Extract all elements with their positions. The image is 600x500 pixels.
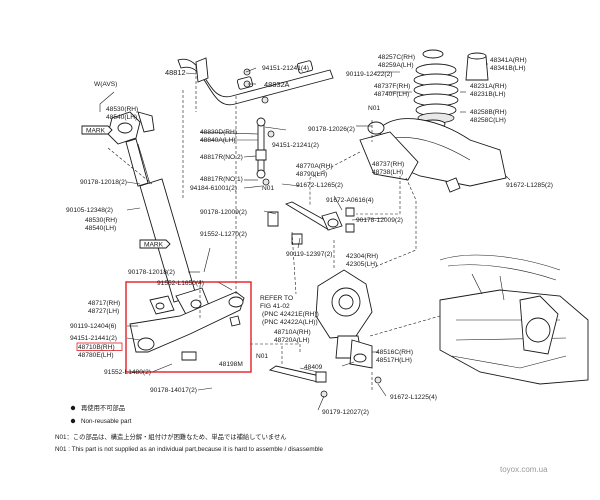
non-reusable-marker-icon xyxy=(70,405,76,411)
label-n01-c: N01 xyxy=(256,353,268,360)
label-90179-12027: 90179-12027(2) xyxy=(322,409,369,416)
reference-dashed-lines xyxy=(182,66,441,392)
label-48540-lh-b: 48540(LH) xyxy=(85,225,116,232)
label-94151-21241-4: 94151-21241(4) xyxy=(262,65,309,72)
label-90178-12026: 90178-12026(2) xyxy=(308,126,355,133)
label-90178-12009-b: 90178-12009(2) xyxy=(356,217,403,224)
label-91672-a0616: 91672-A0616(4) xyxy=(326,197,374,204)
label-91672-l1265: 91672-L1265(2) xyxy=(296,182,343,189)
legend: 再使用不可部品 Non-reusable part N01：この部品は、構造上分… xyxy=(55,403,323,453)
label-48817r-no1: 48817R(NO.1) xyxy=(200,176,243,183)
label-48830d-rh: 48830D(RH) xyxy=(200,129,237,136)
legend-jp: 再使用不可部品 xyxy=(81,403,125,412)
highlighted-part-label-box xyxy=(76,342,123,351)
label-48840a-lh: 48840A(LH) xyxy=(200,137,236,144)
label-48341a-rh: 48341A(RH) xyxy=(490,57,527,64)
label-48231a-rh: 48231A(RH) xyxy=(470,83,507,90)
mark-tag: MARK xyxy=(81,125,113,135)
label-48257c-rh: 48257C(RH) xyxy=(378,54,415,61)
mark-tag: MARK xyxy=(139,239,171,249)
rear-knuckle-illustration xyxy=(268,269,382,398)
label-48530-rh-b: 48530(RH) xyxy=(85,217,117,224)
label-48812: 48812 xyxy=(165,68,186,77)
label-n01-a: N01 xyxy=(368,105,380,112)
label-48780e-lh: 48780E(LH) xyxy=(78,352,114,359)
label-48530-rh: 48530(RH) xyxy=(106,106,138,113)
shock-absorber-illustration xyxy=(107,111,211,319)
part-number-labels: W(AVS) 48530(RH) 48540(LH) MARK MARK 488… xyxy=(66,54,553,416)
stabilizer-bar-illustration xyxy=(177,57,334,227)
mark-tag-label: MARK xyxy=(86,128,106,135)
label-91552-l1650: 91552-L1650(4) xyxy=(157,280,204,287)
label-90178-12018-a: 90178-12018(2) xyxy=(80,179,127,186)
refer-line-1: REFER TO xyxy=(260,295,293,302)
label-n01-b: N01 xyxy=(262,185,274,192)
label-48259a-lh: 48259A(LH) xyxy=(378,62,414,69)
label-48737-rh: 48737(RH) xyxy=(372,161,404,168)
label-48740f-lh: 48740F(LH) xyxy=(374,91,409,98)
label-48231b-lh: 48231B(LH) xyxy=(470,91,506,98)
highlight-box xyxy=(125,281,252,373)
label-48737f-rh: 48737F(RH) xyxy=(374,83,410,90)
label-91672-l1225: 91672-L1225(4) xyxy=(390,394,437,401)
legend-en: Non-reusable part xyxy=(81,418,132,425)
label-48817r-no2: 48817R(NO.2) xyxy=(200,154,243,161)
label-94184-61001: 94184-61001(2) xyxy=(190,185,237,192)
label-48832a: 48832A xyxy=(264,80,290,89)
leader-lines xyxy=(99,63,511,411)
label-48258c-lh: 48258C(LH) xyxy=(470,117,506,124)
label-48341b-lh: 48341B(LH) xyxy=(490,65,526,72)
label-42304-rh: 42304(RH) xyxy=(346,253,378,260)
label-90178-12018-b: 90178-12018(2) xyxy=(128,269,175,276)
label-48727-lh: 48727(LH) xyxy=(88,308,119,315)
lower-arm-illustration xyxy=(129,291,245,361)
label-94151-21441: 94151-21441(2) xyxy=(70,335,117,342)
refer-line-4: (PNC 42422A(LH)) xyxy=(262,319,318,326)
label-90119-12422: 90119-12422(2) xyxy=(346,71,392,78)
label-90119-12404: 90119-12404(6) xyxy=(70,323,116,330)
label-48738-lh: 48738(LH) xyxy=(372,169,403,176)
watermark: toyox.com.ua xyxy=(500,465,548,474)
label-90178-14017: 90178-14017(2) xyxy=(150,387,197,394)
label-48516c-rh: 48516C(RH) xyxy=(376,349,413,356)
label-48517h-lh: 48517H(LH) xyxy=(376,357,412,364)
label-48717-rh: 48717(RH) xyxy=(88,300,120,307)
label-48409: 48409 xyxy=(304,364,323,371)
label-94151-21241-2: 94151-21241(2) xyxy=(272,142,319,149)
label-48770a-rh: 48770A(RH) xyxy=(296,163,333,170)
label-48198m: 48198M xyxy=(219,361,243,368)
label-91672-l1285: 91672-L1285(2) xyxy=(506,182,553,189)
label-48790-lh: 48790(LH) xyxy=(296,171,327,178)
toe-control-arm-illustration xyxy=(284,201,355,245)
refer-line-3: (PNC 42421E(RH)) xyxy=(262,311,319,318)
note-en: N01 : This part is not supplied as an in… xyxy=(55,446,323,453)
label-91552-l1270: 91552-L1270(2) xyxy=(200,231,247,238)
label-48258b-rh: 48258B(RH) xyxy=(470,109,507,116)
label-48710a-rh: 48710A(RH) xyxy=(274,329,311,336)
label-48720a-lh: 48720A(LH) xyxy=(274,337,310,344)
label-48540-lh: 48540(LH) xyxy=(106,114,137,121)
coil-spring-illustration xyxy=(359,49,507,193)
label-42305-lh: 42305(LH) xyxy=(346,261,377,268)
variant-label: W(AVS) xyxy=(94,81,117,88)
label-48710b-rh: 48710B(RH) xyxy=(78,344,115,351)
label-90119-12397: 90119-12397(2) xyxy=(286,251,332,258)
mark-tag-label: MARK xyxy=(144,242,164,249)
vehicle-underbody-illustration xyxy=(439,254,589,385)
label-90105-12348: 90105-12348(2) xyxy=(66,207,113,214)
note-jp: N01：この部品は、構造上分解・組付けが困難なため、単品では補給していません xyxy=(55,432,287,441)
label-90178-12009-a: 90178-12009(2) xyxy=(200,209,247,216)
label-91552-l1480: 91552-L1480(2) xyxy=(104,369,151,376)
refer-line-2: FIG 41-02 xyxy=(260,303,290,310)
non-reusable-marker-icon xyxy=(70,418,76,424)
